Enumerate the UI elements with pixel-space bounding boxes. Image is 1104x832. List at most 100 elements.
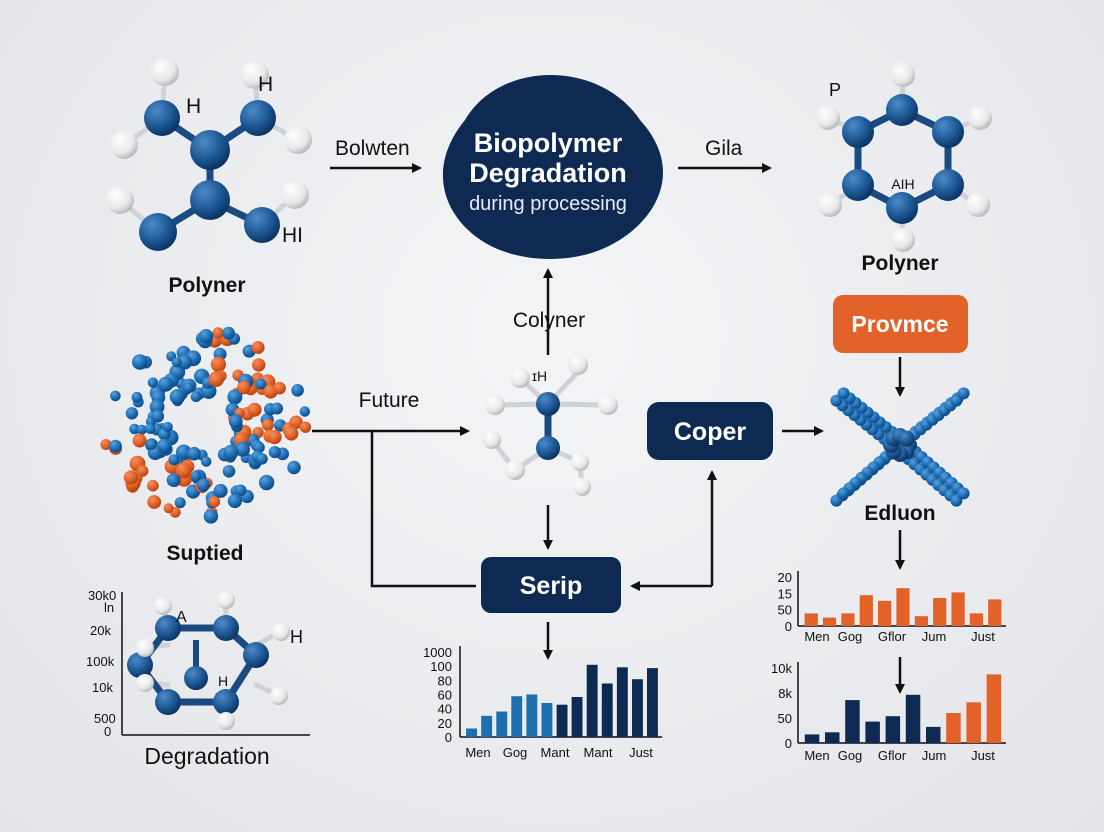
polymer-bead: [190, 391, 202, 403]
polymer-bead: [284, 426, 299, 441]
polymer-bead: [145, 423, 156, 435]
polymer-bead: [258, 474, 275, 491]
polymer-bead: [177, 354, 193, 370]
polymer-bead: [125, 407, 139, 420]
polymer-bead: [100, 439, 112, 450]
x-tick-label: Gflor: [878, 748, 907, 763]
y-tick-label: 15: [778, 586, 792, 601]
polymer-bead: [252, 358, 266, 372]
molecule-bottom-left: A H H: [127, 591, 303, 730]
chart-bar: [933, 598, 947, 626]
chart-bar: [481, 715, 493, 738]
polymer-bead: [108, 439, 122, 453]
crosslink-bead: [837, 387, 850, 400]
serip-label: Serip: [520, 572, 583, 600]
polymer-bead: [147, 377, 159, 388]
polymer-bead: [299, 421, 312, 433]
polymer-bead: [237, 380, 251, 395]
polymer-bead: [268, 446, 281, 459]
y-tick-label: 20: [438, 716, 452, 731]
chart-bar: [571, 697, 583, 737]
mol-bl-h1: H: [290, 627, 303, 647]
provmce-label: Provmce: [851, 311, 948, 337]
x-tick-label: Mant: [584, 745, 613, 760]
chart-bar: [841, 613, 855, 626]
mol-bl-a: A: [176, 609, 187, 626]
chart-bar: [511, 696, 523, 737]
polymer-bead: [271, 402, 283, 415]
serip-node: Serip: [481, 557, 621, 613]
chart-bar: [859, 595, 873, 626]
x-tick-label: Just: [629, 745, 653, 760]
left-axis-label-4: 10k: [92, 680, 113, 695]
polymer-bead: [255, 378, 267, 390]
label-edluon: Edluon: [864, 502, 935, 525]
mol-bl-h2: H: [218, 673, 228, 689]
polymer-bead: [287, 460, 301, 475]
chart-bar: [526, 694, 538, 737]
y-tick-label: 50: [778, 603, 792, 618]
y-tick-label: 50: [778, 711, 792, 726]
mol-tr-p: P: [829, 80, 841, 100]
y-tick-label: 10k: [771, 661, 792, 676]
mol-tl-h2: H: [258, 73, 273, 96]
polymer-bead: [132, 433, 147, 448]
left-axis-label-0: 30k0: [88, 588, 116, 603]
polymer-bead: [136, 424, 147, 435]
chart-bar: [601, 683, 613, 737]
polymer-bead: [299, 406, 310, 417]
polymer-bead: [208, 371, 225, 387]
label-polyner-right: Polyner: [861, 252, 938, 275]
chart-bar: [586, 664, 598, 738]
polymer-bead: [162, 421, 173, 432]
polymer-bead: [183, 382, 194, 393]
center-node-shape: [442, 75, 663, 259]
polymer-bead: [158, 376, 174, 392]
center-node: Biopolymer Degradation during processing: [442, 75, 663, 259]
chart-bar: [804, 734, 820, 743]
crosslinked-molecule: [830, 387, 970, 507]
chart-bar: [946, 713, 961, 743]
polymer-bead: [110, 390, 121, 402]
polymer-bead: [227, 389, 243, 405]
polymer-bead: [169, 389, 186, 405]
center-title-line2: Degradation: [469, 158, 627, 188]
x-tick-label: Gflor: [878, 629, 907, 644]
polymer-cluster: [100, 326, 312, 524]
y-tick-label: 0: [445, 730, 452, 745]
chart-bar: [556, 704, 568, 737]
polymer-bead: [289, 415, 303, 429]
polymer-bead: [175, 444, 192, 461]
left-axis-label-5: 500: [94, 711, 116, 726]
y-tick-label: 0: [785, 736, 792, 751]
label-polyner-left: Polyner: [168, 274, 245, 297]
y-tick-label: 100: [430, 659, 452, 674]
left-axis: 30k0 ln 20k 100k 10k 500 0: [86, 588, 310, 739]
coper-label: Coper: [674, 418, 747, 446]
chart-bar: [951, 592, 965, 626]
polymer-bead: [222, 326, 236, 340]
mol-tl-h3: HI: [282, 224, 303, 247]
polymer-bead: [149, 399, 165, 415]
x-tick-label: Gog: [503, 745, 528, 760]
polymer-bead: [190, 470, 202, 482]
x-tick-label: Just: [971, 629, 995, 644]
y-tick-label: 80: [438, 673, 452, 688]
polymer-bead: [145, 439, 157, 450]
crosslink-bead: [837, 487, 850, 500]
polymer-bead: [291, 384, 304, 397]
x-tick-label: Mant: [541, 745, 570, 760]
label-colyner: Colyner: [513, 309, 585, 332]
polymer-bead: [227, 493, 242, 509]
y-tick-label: 1000: [423, 645, 452, 660]
x-tick-label: Jum: [922, 748, 947, 763]
x-tick-label: Men: [804, 748, 829, 763]
polymer-bead: [213, 483, 228, 498]
left-axis-label-3: 100k: [86, 654, 115, 669]
chart-bar: [616, 667, 628, 737]
polymer-bead: [198, 329, 214, 344]
polymer-bead: [247, 402, 262, 417]
chart-bar: [466, 728, 477, 737]
